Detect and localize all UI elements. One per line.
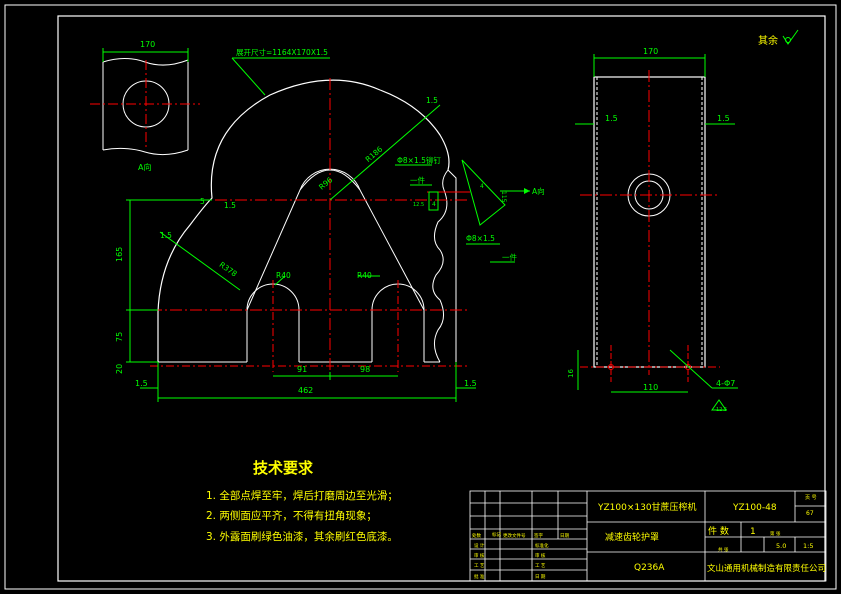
- dim-thick-top-l: 1.5: [160, 231, 172, 240]
- tech-requirement-3: 3. 外露面刷绿色油漆，其余刷红色底漆。: [206, 531, 398, 543]
- tb-page-no: 67: [806, 510, 814, 517]
- tb-approve: 批 准: [474, 573, 485, 580]
- dim-left-view-width: 170: [140, 40, 155, 49]
- tb-qty: 1: [750, 527, 756, 537]
- tb-product: YZ100×130甘蔗压榨机: [597, 501, 697, 513]
- dim-91: 91: [297, 365, 307, 374]
- dim-side-thick-left: 1.5: [605, 114, 618, 123]
- tb-row-sign: 签字: [534, 532, 543, 539]
- weld-label-1: 一件: [410, 175, 425, 185]
- inner-opening: [246, 169, 425, 311]
- tb-page-label: 页 号: [805, 495, 817, 501]
- outer-contour: [157, 79, 450, 362]
- tb-std: 标准化: [535, 542, 549, 549]
- weld-note-1: Φ8×1.5铆钉: [397, 155, 441, 165]
- title-block: [469, 490, 827, 582]
- dim-4: 4: [480, 183, 484, 190]
- tb-qty-label: 件 数: [708, 525, 729, 537]
- tb-row-mark: 标记: [492, 531, 501, 538]
- tb-part-name: 减速齿轮护罩: [605, 531, 659, 543]
- dim-side-170: 170: [643, 47, 658, 56]
- tb-company: 文山通用机械制造有限责任公司: [707, 563, 826, 574]
- tb-sheet-no: 第 张: [770, 530, 781, 537]
- dim-side-thick-right: 1.5: [717, 114, 730, 123]
- tb-scale: 1:5: [803, 542, 813, 550]
- tb-material: Q236A: [634, 563, 665, 573]
- tb-sheets: 共 张: [718, 546, 729, 553]
- tb-row-file: 更改文件号: [503, 532, 526, 539]
- dim-462: 462: [298, 386, 313, 395]
- dim-98: 98: [360, 365, 370, 374]
- dim-thick-left: 1.5: [135, 379, 148, 388]
- tb-code: YZ100-48: [732, 503, 777, 513]
- roughness-value-2: 12.5: [716, 407, 727, 413]
- weld-note-2: Φ8×1.5: [466, 234, 495, 243]
- roughness-value: 12.5: [413, 202, 424, 208]
- tb-process: 工 艺: [474, 563, 485, 569]
- view-a: 170 A向: [90, 40, 200, 172]
- dim-thick-top-r: 1.5: [426, 96, 438, 105]
- dim-20: 20: [115, 364, 124, 374]
- dim-r186: R186: [364, 144, 385, 164]
- svg-text:1.5: 1.5: [224, 201, 236, 210]
- dim-75: 75: [115, 332, 124, 342]
- dim-holes: 4-Φ7: [716, 379, 735, 388]
- dim-side-110: 110: [643, 383, 658, 392]
- svg-text:4: 4: [432, 201, 436, 208]
- svg-text:5: 5: [200, 197, 205, 206]
- weld-label-2: 一件: [502, 252, 517, 262]
- dim-115: 115: [500, 191, 507, 203]
- tb-row-count: 处数: [472, 532, 481, 539]
- surface-note: 其余: [758, 34, 778, 47]
- dim-unfold: 展开尺寸=1164X170X1.5: [236, 47, 328, 57]
- inner-border: [57, 15, 826, 582]
- tb-weight: 5.0: [776, 542, 786, 550]
- outer-border: [4, 4, 837, 590]
- dim-165: 165: [115, 247, 124, 262]
- tb-row-date: 日期: [560, 533, 569, 539]
- tb-date2: 日 期: [535, 574, 546, 580]
- tech-requirement-2: 2. 两侧面应平齐，不得有扭角现象；: [206, 510, 377, 522]
- tech-requirements-title: 技术要求: [253, 459, 314, 477]
- front-view: 165 75 20 462 91 98 1.5 1.5 展开尺寸=1164X17…: [115, 47, 545, 402]
- dim-thick-right: 1.5: [464, 379, 477, 388]
- dim-r40-left: R40: [276, 271, 291, 280]
- dim-r96: R96: [317, 175, 334, 192]
- a-direction-arrow: A向: [532, 186, 545, 196]
- view-label-a: A向: [138, 162, 151, 172]
- tb-review: 审 核: [474, 552, 485, 559]
- tb-process2: 工 艺: [535, 563, 546, 569]
- dim-r40-right: R40: [357, 271, 372, 280]
- break-line: [432, 169, 449, 363]
- roughness-symbol: [782, 29, 799, 45]
- tb-review2: 审 核: [535, 552, 546, 559]
- tech-requirement-1: 1. 全部点焊至牢，焊后打磨周边至光滑；: [206, 490, 398, 502]
- dim-side-16: 16: [567, 369, 575, 378]
- side-view: 170 1.5 1.5 110 16 4-Φ7 12.5: [567, 47, 738, 413]
- tb-design: 设 计: [474, 542, 485, 549]
